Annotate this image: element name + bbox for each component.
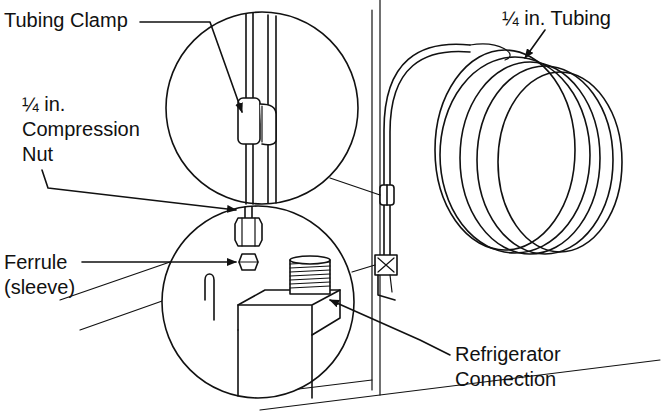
part-label: Ferrule (sleeve)	[4, 250, 84, 300]
part-label: ¼ in. Compression Nut	[22, 92, 147, 167]
part-label: Refrigerator Connection	[455, 342, 590, 392]
part-label: Tubing Clamp	[4, 8, 154, 33]
part-label: ¼ in. Tubing	[502, 6, 662, 31]
